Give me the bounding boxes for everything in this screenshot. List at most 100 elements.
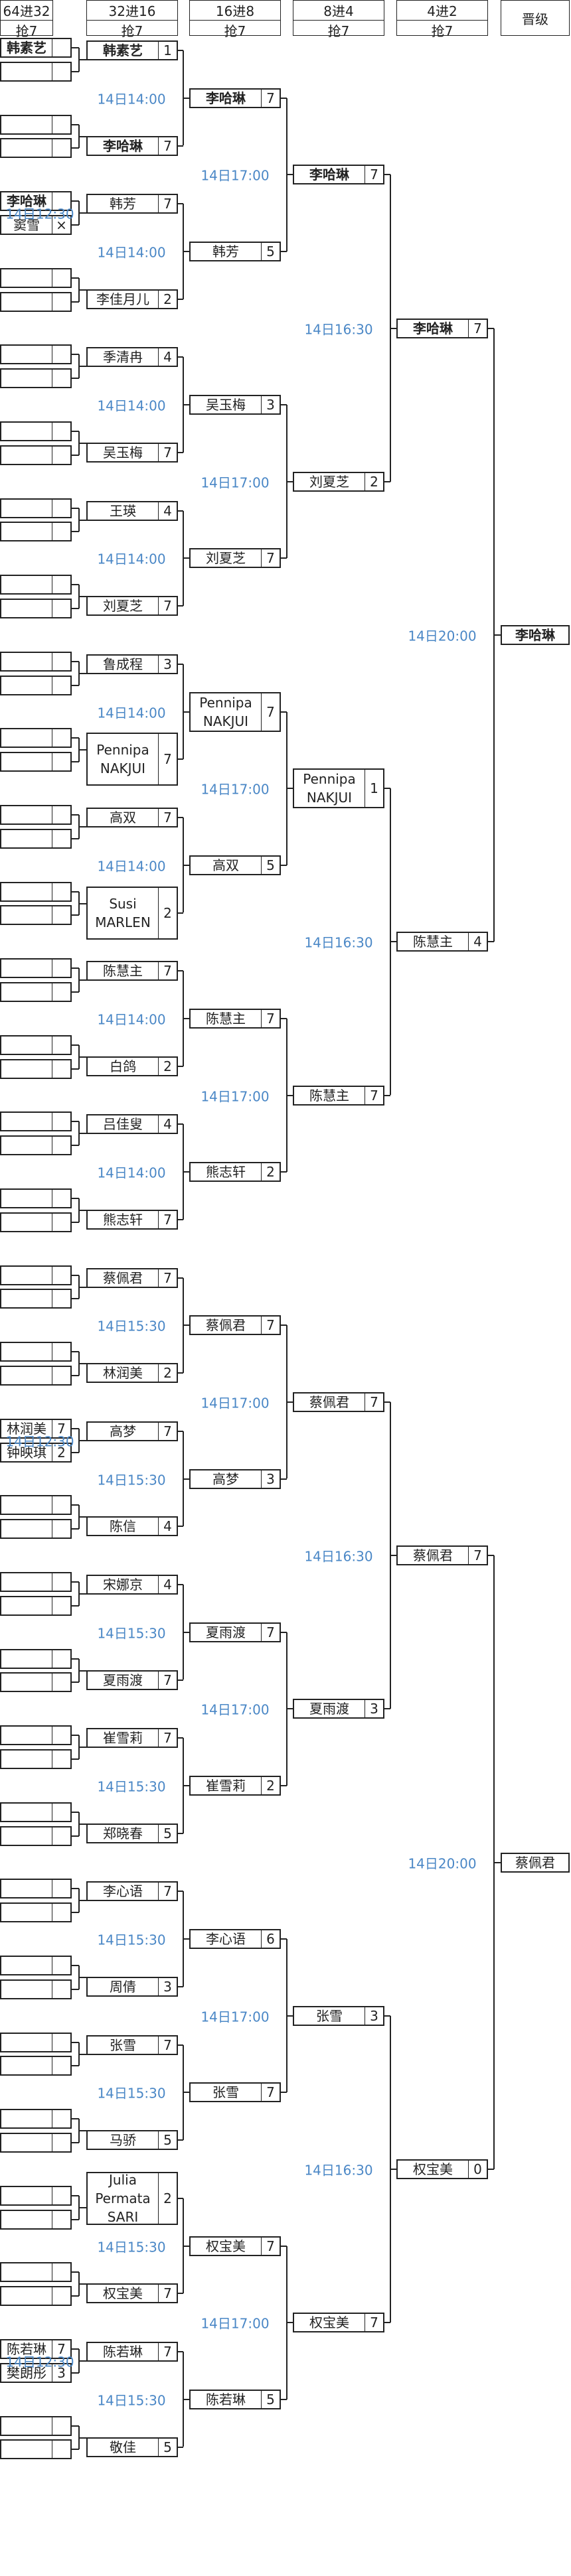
round64-entry[interactable] bbox=[0, 599, 72, 618]
round64-entry[interactable] bbox=[0, 575, 72, 595]
round64-entry[interactable] bbox=[0, 2209, 72, 2230]
round64-entry[interactable] bbox=[0, 2262, 72, 2283]
round64-entry[interactable] bbox=[0, 267, 72, 288]
round64-entry[interactable] bbox=[0, 1572, 72, 1592]
round64-entry[interactable] bbox=[0, 2133, 72, 2153]
round64-entry[interactable] bbox=[0, 1111, 72, 1132]
round64-entry[interactable]: 李哈琳 bbox=[0, 191, 72, 212]
round64-entry[interactable] bbox=[0, 2109, 72, 2129]
round64-entry[interactable] bbox=[0, 138, 72, 159]
round64-entry[interactable] bbox=[0, 982, 72, 1002]
round64-entry[interactable]: 窦雪× bbox=[0, 215, 72, 235]
round64-entry[interactable] bbox=[0, 1956, 72, 1975]
round64-entry[interactable] bbox=[0, 2286, 72, 2307]
round64-entry[interactable] bbox=[0, 1188, 72, 1208]
round64-entry[interactable] bbox=[0, 61, 72, 82]
round64-entry[interactable] bbox=[0, 881, 72, 902]
round64-entry[interactable] bbox=[0, 1725, 72, 1746]
round64-entry[interactable] bbox=[0, 1342, 72, 1362]
round64-entry[interactable] bbox=[0, 1366, 72, 1386]
round64-entry[interactable] bbox=[0, 675, 72, 695]
round64-entry[interactable] bbox=[0, 2439, 72, 2460]
round64-entry[interactable] bbox=[0, 1265, 72, 1285]
round64-entry[interactable] bbox=[0, 1879, 72, 1899]
round64-entry[interactable] bbox=[0, 1289, 72, 1309]
round64-entry[interactable] bbox=[0, 728, 72, 749]
round64-entry[interactable]: 韩素艺 bbox=[0, 38, 72, 58]
round64-entry[interactable] bbox=[0, 1595, 72, 1616]
round64-entry[interactable] bbox=[0, 1902, 72, 1923]
round64-entry[interactable] bbox=[0, 2032, 72, 2052]
round64-entry[interactable] bbox=[0, 421, 72, 441]
round64-entry[interactable] bbox=[0, 445, 72, 465]
round64-entry[interactable] bbox=[0, 958, 72, 979]
round64-entry[interactable] bbox=[0, 1749, 72, 1769]
round64-entry[interactable] bbox=[0, 368, 72, 389]
advance-entry[interactable]: 蔡佩君 bbox=[501, 1852, 570, 1873]
round64-entry[interactable] bbox=[0, 2415, 72, 2436]
round64-entry[interactable] bbox=[0, 2185, 72, 2206]
round64-entry[interactable] bbox=[0, 1135, 72, 1156]
round64-entry[interactable] bbox=[0, 114, 72, 135]
round64-entry[interactable] bbox=[0, 1802, 72, 1822]
advance-entry[interactable]: 李哈琳 bbox=[501, 624, 570, 645]
round64-entry[interactable] bbox=[0, 498, 72, 518]
round64-entry[interactable] bbox=[0, 522, 72, 542]
round64-entry[interactable] bbox=[0, 1979, 72, 1999]
